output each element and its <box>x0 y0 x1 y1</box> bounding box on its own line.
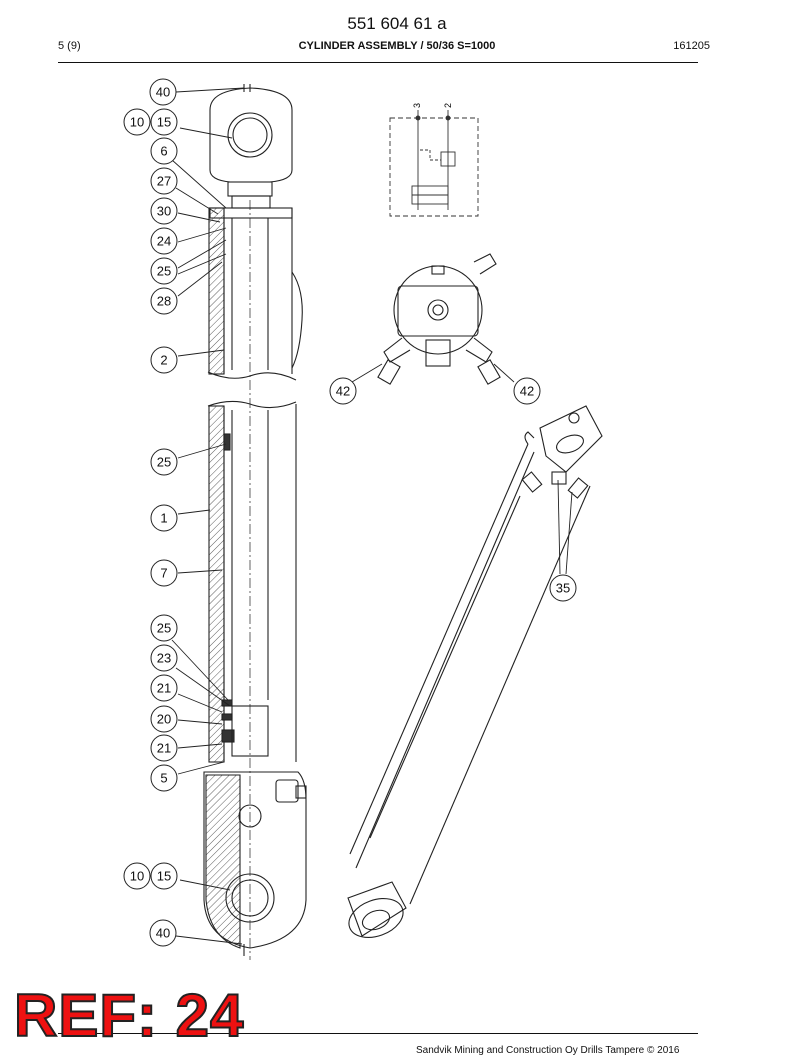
schematic-port-3: 3 <box>412 103 422 108</box>
callout-6: 6 <box>150 137 178 165</box>
callout-21-lower: 21 <box>150 734 178 762</box>
svg-text:28: 28 <box>157 294 171 309</box>
callout-40-top: 40 <box>149 78 177 106</box>
schematic-port-2: 2 <box>443 103 453 108</box>
svg-text:2: 2 <box>160 353 167 368</box>
callout-group: 40 10 15 6 27 30 24 25 28 2 25 1 7 25 23… <box>123 78 577 947</box>
callout-21-upper: 21 <box>150 674 178 702</box>
page-number: 5 (9) <box>58 40 81 52</box>
footer-rule <box>58 1033 698 1034</box>
callout-15-bottom: 15 <box>150 862 178 890</box>
svg-text:10: 10 <box>130 115 144 130</box>
callout-27: 27 <box>150 167 178 195</box>
svg-text:20: 20 <box>157 712 171 727</box>
footer-copyright: Sandvik Mining and Construction Oy Drill… <box>416 1045 680 1056</box>
svg-text:6: 6 <box>160 144 167 159</box>
svg-text:10: 10 <box>130 869 144 884</box>
header-rule <box>58 62 698 63</box>
callout-25-lower: 25 <box>150 614 178 642</box>
callout-42-left: 42 <box>329 377 357 405</box>
callout-20: 20 <box>150 705 178 733</box>
callout-7: 7 <box>150 559 178 587</box>
valve-end-view <box>377 253 501 385</box>
callout-1: 1 <box>150 504 178 532</box>
callout-10-top: 10 <box>123 108 151 136</box>
callout-24: 24 <box>150 227 178 255</box>
callout-35: 35 <box>549 574 577 602</box>
callout-25-upper: 25 <box>150 257 178 285</box>
svg-text:7: 7 <box>160 566 167 581</box>
callout-5: 5 <box>150 764 178 792</box>
svg-text:40: 40 <box>156 85 170 100</box>
document-number: 551 604 61 a <box>347 14 447 33</box>
callout-10-bottom: 10 <box>123 862 151 890</box>
svg-text:15: 15 <box>157 869 171 884</box>
callout-30: 30 <box>150 197 178 225</box>
svg-text:1: 1 <box>160 511 167 526</box>
callout-25-mid: 25 <box>150 448 178 476</box>
svg-text:24: 24 <box>157 234 171 249</box>
leader-lines <box>171 87 573 945</box>
callout-23: 23 <box>150 644 178 672</box>
page-title: CYLINDER ASSEMBLY / 50/36 S=1000 <box>298 40 496 52</box>
svg-text:15: 15 <box>157 115 171 130</box>
hydraulic-schematic <box>389 110 479 217</box>
cylinder-isometric-view <box>347 405 603 938</box>
callout-28: 28 <box>150 287 178 315</box>
svg-text:42: 42 <box>336 384 350 399</box>
svg-text:5: 5 <box>160 771 167 786</box>
svg-text:21: 21 <box>157 741 171 756</box>
svg-text:23: 23 <box>157 651 171 666</box>
callout-40-bottom: 40 <box>149 919 177 947</box>
svg-text:25: 25 <box>157 621 171 636</box>
date-code: 161205 <box>673 40 710 52</box>
callout-2: 2 <box>150 346 178 374</box>
section-view <box>203 84 307 960</box>
svg-text:30: 30 <box>157 204 171 219</box>
svg-text:35: 35 <box>556 581 570 596</box>
svg-text:40: 40 <box>156 926 170 941</box>
svg-text:25: 25 <box>157 455 171 470</box>
callout-42-right: 42 <box>513 377 541 405</box>
svg-text:21: 21 <box>157 681 171 696</box>
svg-text:27: 27 <box>157 174 171 189</box>
ref-stamp: REF: 24 <box>13 982 245 1049</box>
callout-15-top: 15 <box>150 108 178 136</box>
svg-text:42: 42 <box>520 384 534 399</box>
svg-text:25: 25 <box>157 264 171 279</box>
